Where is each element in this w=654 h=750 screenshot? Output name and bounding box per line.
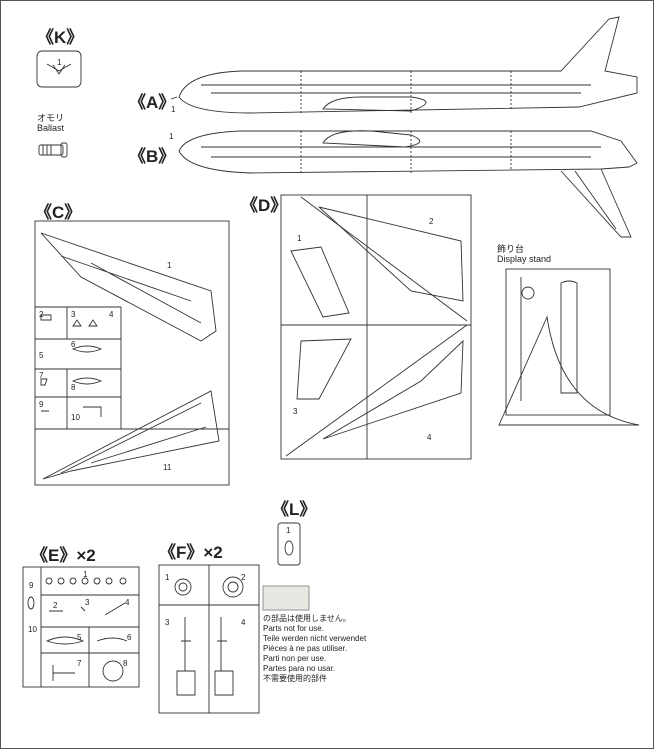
part-number: 3	[293, 407, 298, 416]
section-label-d: 《D》	[241, 196, 288, 215]
part-number: 2	[53, 601, 58, 610]
not-used-notice: の部品は使用しません。 Parts not for use. Teile wer…	[263, 614, 366, 684]
part-number: 4	[241, 618, 246, 627]
display-stand-drawing	[498, 315, 640, 426]
part-number: 8	[71, 383, 76, 392]
notice-line: Partes para no usar.	[263, 664, 336, 673]
ballast-label-en: Ballast	[37, 123, 65, 133]
part-number: 2	[39, 310, 44, 319]
part-number: 1	[171, 105, 176, 114]
part-number: 1	[169, 132, 174, 141]
landing-gear-drawing	[176, 617, 196, 696]
section-label-c: 《C》	[35, 203, 82, 222]
notice-line: Teile werden nicht verwendet	[263, 634, 367, 643]
k-part-frame	[36, 50, 82, 88]
notice-line: Parts not for use.	[263, 624, 324, 633]
part-number: 8	[123, 659, 128, 668]
part-number: 10	[28, 625, 37, 634]
d-frame	[280, 194, 472, 460]
part-number: 4	[427, 433, 432, 442]
part-number: 1	[297, 234, 302, 243]
part-number: 3	[165, 618, 170, 627]
section-label-l: 《L》	[272, 500, 317, 519]
display-stand-frame	[505, 268, 611, 416]
d-wing-3	[296, 338, 352, 400]
part-number: 1	[167, 261, 172, 270]
d-wing-4	[322, 339, 464, 440]
ballast-label-ja: オモリ	[37, 113, 65, 123]
part-number: 11	[163, 463, 172, 472]
part-number: 1	[57, 58, 62, 67]
c-frame	[34, 220, 230, 486]
notice-line: Pièces à ne pas utiliser.	[263, 644, 348, 653]
part-number: 2	[241, 573, 246, 582]
part-number: 3	[85, 598, 90, 607]
l-part-frame	[277, 522, 301, 566]
section-label-b: 《B》	[129, 147, 176, 166]
not-used-swatch	[262, 585, 310, 611]
part-number: 9	[29, 581, 34, 590]
part-number: 6	[71, 340, 76, 349]
section-label-k: 《K》	[37, 28, 84, 47]
display-stand-label-ja: 飾り台	[497, 244, 525, 254]
part-number: 6	[127, 633, 132, 642]
d-wing-1	[290, 246, 350, 318]
part-number: 4	[125, 598, 130, 607]
display-stand-label-en: Display stand	[497, 254, 552, 264]
k-part-chevron	[46, 63, 72, 75]
section-label-a: 《A》	[129, 93, 176, 112]
notice-line: Parti non per use.	[263, 654, 327, 663]
d-wing-2	[318, 206, 464, 302]
part-number: 7	[77, 659, 82, 668]
part-number: 1	[83, 570, 88, 579]
notice-line: の部品は使用しません。	[263, 614, 351, 623]
part-number: 2	[429, 217, 434, 226]
section-label-e: 《E》×2	[31, 546, 96, 565]
part-number: 5	[77, 633, 82, 642]
part-number: 1	[165, 573, 170, 582]
part-number: 4	[109, 310, 114, 319]
c-wing-upper	[40, 232, 217, 342]
notice-line: 不需要使用的部件	[263, 674, 327, 683]
part-number: 9	[39, 400, 44, 409]
fuselage-a-drawing	[170, 16, 638, 114]
part-number: 3	[71, 310, 76, 319]
part-number: 1	[286, 526, 291, 535]
c-wing-lower	[42, 390, 220, 480]
section-label-f: 《F》×2	[159, 543, 223, 562]
part-number: 10	[71, 413, 80, 422]
part-number: 7	[39, 371, 44, 380]
part-number: 5	[39, 351, 44, 360]
fuselage-b-drawing	[178, 130, 638, 238]
